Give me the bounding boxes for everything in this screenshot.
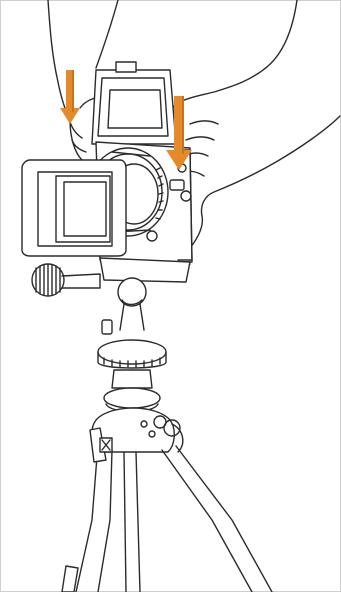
lens-hood-icon <box>22 160 126 256</box>
